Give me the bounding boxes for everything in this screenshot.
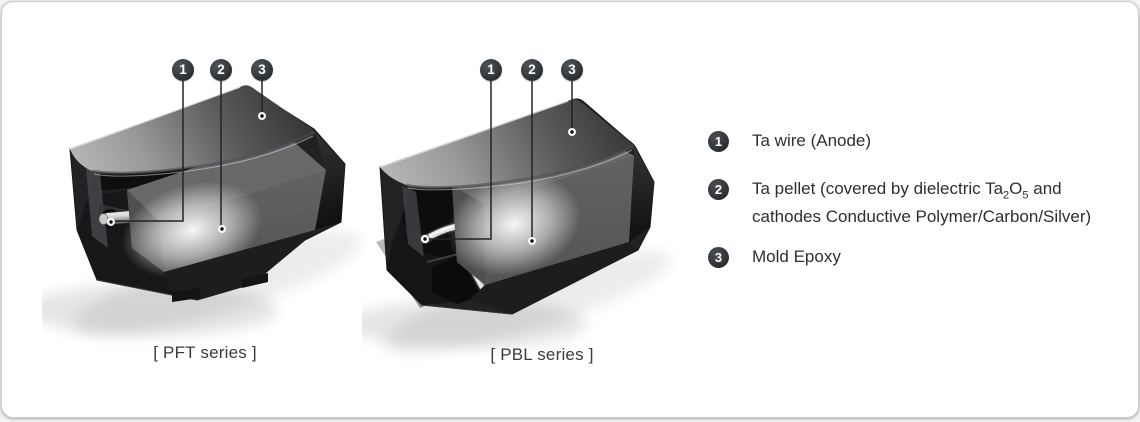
pbl-mold-epoxy-top <box>379 99 635 191</box>
legend-text-mold-epoxy: Mold Epoxy <box>752 247 841 266</box>
legend-text-ta-pellet: Ta pellet (covered by dielectric Ta2O5 a… <box>752 175 1091 231</box>
pft-callout-badge-3: 3 <box>251 59 273 81</box>
pbl-capacitor-render <box>362 81 671 354</box>
pft-callout-dots <box>107 112 266 233</box>
pft-leader-lines <box>112 81 263 227</box>
pft-mold-epoxy-top <box>69 85 316 177</box>
pft-capacitor-render <box>42 81 361 337</box>
figure-pbl: 1 2 3 [ PBL series ] <box>362 52 722 382</box>
pft-case-right-wall <box>96 132 345 302</box>
figure-pft: 1 2 3 [ PFT series ] <box>42 52 368 382</box>
ta2o5-subscript-2: 2 <box>1003 189 1010 202</box>
legend-badge-2: 2 <box>708 178 729 200</box>
legend-item-ta-pellet: 2 Ta pellet (covered by dielectric Ta2O5… <box>708 175 1091 231</box>
pft-series-caption: [ PFT series ] <box>153 343 257 362</box>
pellet-text-line2: cathodes Conductive Polymer/Carbon/Silve… <box>752 207 1092 226</box>
pbl-case-right-wall <box>421 146 654 315</box>
ta2o5-subscript-5: 5 <box>1022 189 1029 202</box>
pbl-callout-dots <box>421 128 576 245</box>
pbl-callout-badge-2: 2 <box>521 59 543 81</box>
pellet-text-part: O <box>1009 179 1023 198</box>
legend-badge-1: 1 <box>708 130 729 152</box>
pbl-leader-lines <box>426 81 573 240</box>
legend-badge-3: 3 <box>708 246 729 268</box>
legend-item-mold-epoxy: 3 Mold Epoxy <box>708 243 841 271</box>
pbl-callout-badge-1: 1 <box>480 59 502 81</box>
pbl-callout-badge-3: 3 <box>561 59 583 81</box>
pft-ta-pellet <box>121 137 326 279</box>
legend-item-ta-wire: 1 Ta wire (Anode) <box>708 127 871 155</box>
pellet-text-part: Ta pellet (covered by dielectric Ta <box>752 179 1004 198</box>
legend-text-ta-wire: Ta wire (Anode) <box>752 131 872 150</box>
pellet-text-part: and <box>1028 179 1062 198</box>
pbl-series-caption: [ PBL series ] <box>490 345 594 364</box>
pft-callout-badge-1: 1 <box>172 59 194 81</box>
pft-callout-badge-2: 2 <box>210 59 232 81</box>
